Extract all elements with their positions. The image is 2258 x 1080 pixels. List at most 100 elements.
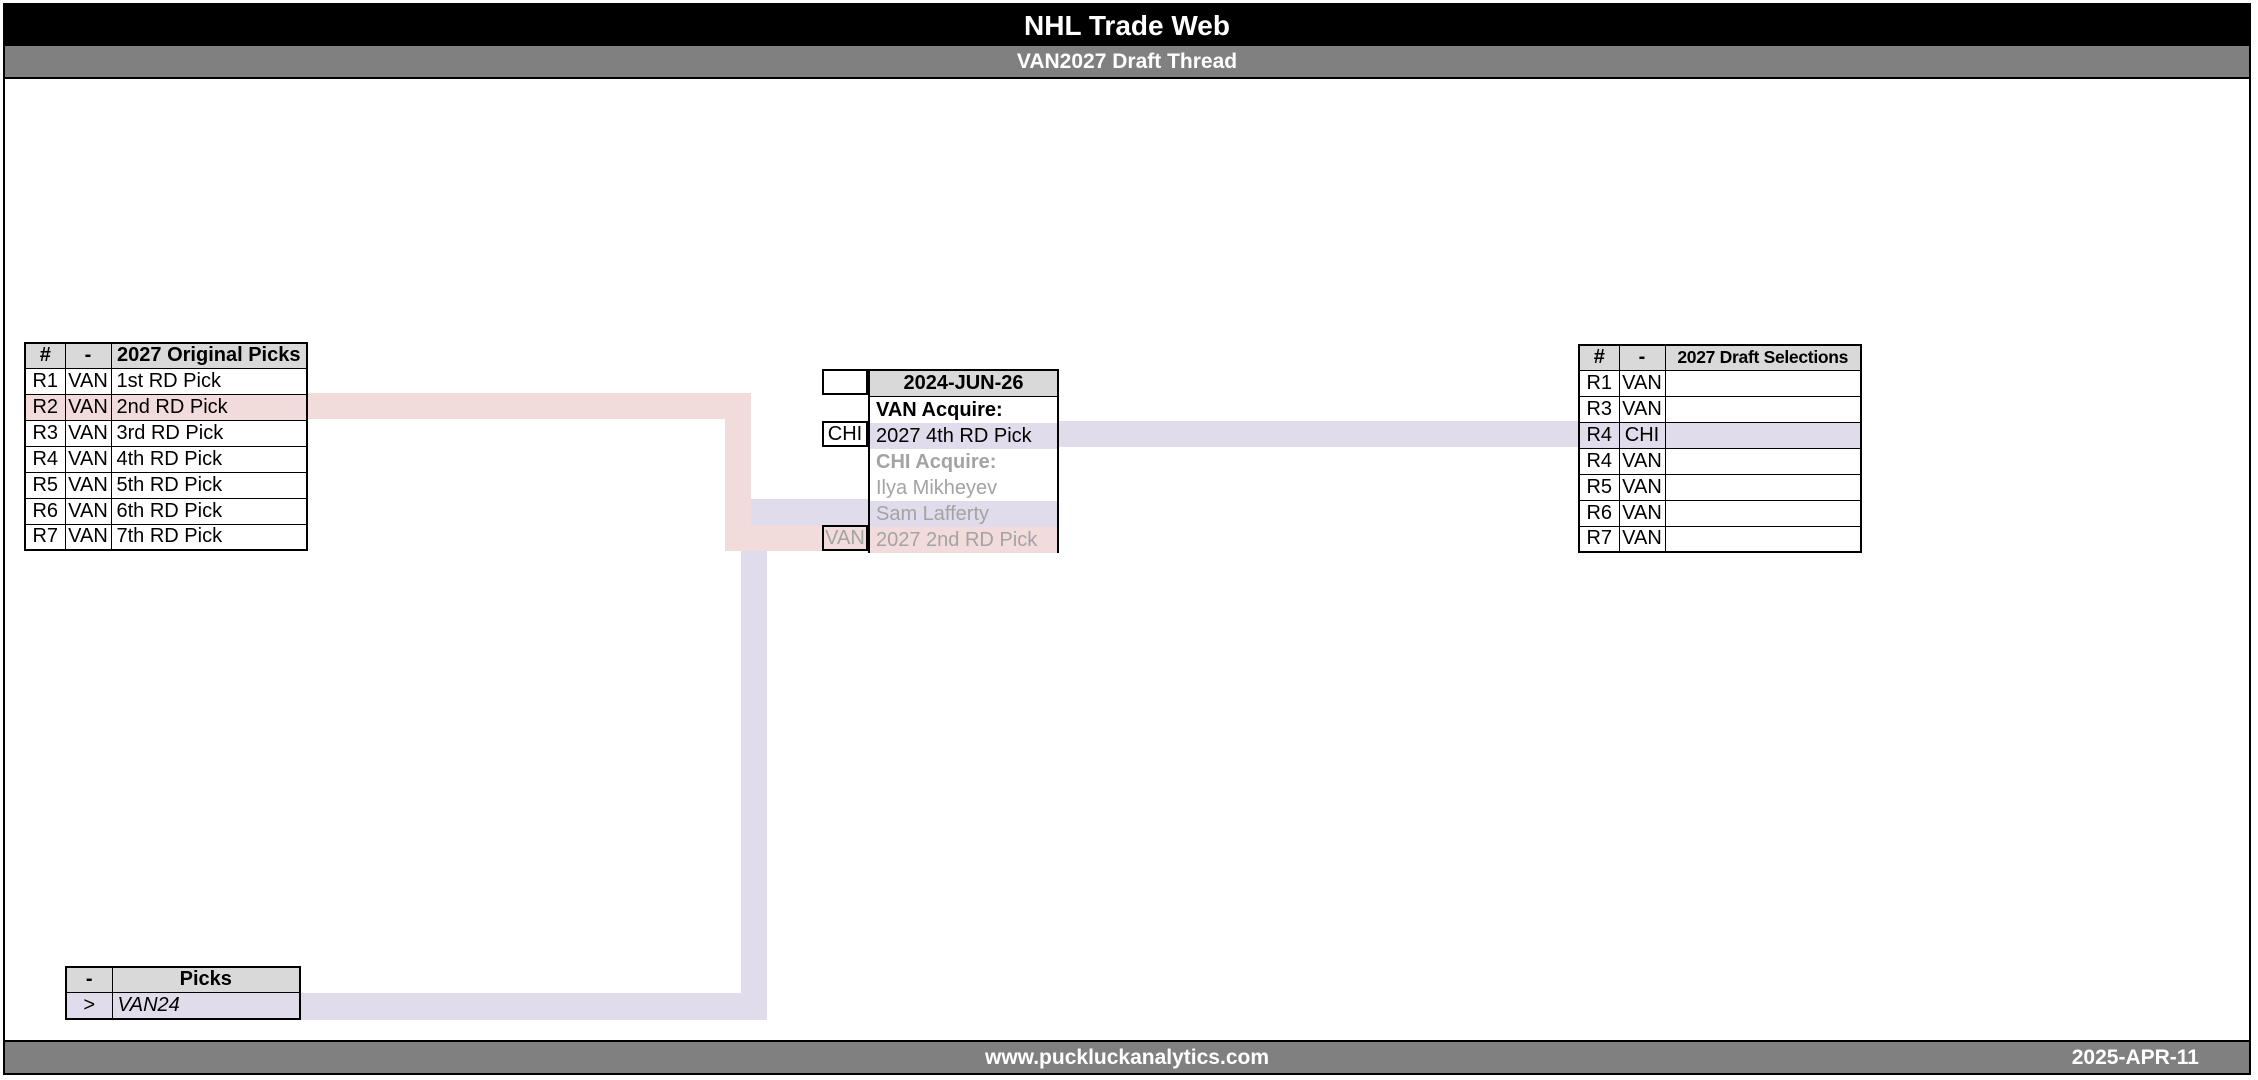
trade-van-cell: VAN [822,525,868,551]
cell-team: VAN [64,367,112,395]
cell-selection [1664,447,1862,475]
trade-detail-table: 2024-JUN-26 VAN Acquire: 2027 4th RD Pic… [822,369,1059,553]
cell-round: R5 [1578,473,1620,501]
col-header-num: # [1578,344,1620,371]
cell-team: VAN [64,419,112,447]
trade-row-4th-pick: 2027 4th RD Pick [870,423,1057,449]
connector-lavender-vertical [741,499,767,1020]
title-bar: NHL Trade Web [5,5,2249,46]
cell-team: VAN [64,497,112,525]
cell-round: R7 [24,523,66,551]
cell-team: VAN [1618,395,1666,423]
col-header-picks: Picks [111,966,301,993]
connector-2nd-pick-band [725,525,823,551]
trade-corner-cell [822,369,868,395]
cell-team: CHI [1618,421,1666,449]
cell-round: R7 [1578,525,1620,553]
cell-team: VAN [64,471,112,499]
trade-text: CHI Acquire: [876,450,997,473]
canvas-frame: NHL Trade Web VAN2027 Draft Thread # - 2… [3,3,2251,1075]
trade-row-van-acquire: VAN Acquire: [870,397,1057,423]
cell-team: VAN [1618,525,1666,553]
cell-pick: 1st RD Pick [110,367,308,395]
cell-pick: 5th RD Pick [110,471,308,499]
trade-chi-cell: CHI [822,421,868,447]
connector-r2-band [306,393,751,419]
col-header-dash: - [65,966,113,993]
cell-pick: 7th RD Pick [110,523,308,551]
cell-round: R5 [24,471,66,499]
trade-text: VAN Acquire: [876,398,1003,421]
cell-team: VAN [1618,473,1666,501]
cell-selection [1664,499,1862,527]
picks-list-table: - Picks > VAN24 [65,966,301,1020]
connector-van24-band [300,993,767,1020]
footer-bar: www.puckluckanalytics.com 2025-APR-11 [5,1040,2249,1073]
cell-round: R6 [1578,499,1620,527]
trade-row-mikheyev: Ilya Mikheyev [870,475,1057,501]
connector-pink-vertical [725,393,751,551]
cell-selection [1664,369,1862,397]
trade-text: 2027 4th RD Pick [876,424,1032,447]
cell-selection [1664,395,1862,423]
cell-round: R2 [24,393,66,421]
trade-row-lafferty: Sam Lafferty [870,501,1057,527]
original-picks-header-row: # - 2027 Original Picks [24,342,308,369]
cell-pick: 3rd RD Pick [110,419,308,447]
team-label: CHI [827,422,863,445]
trade-row-chi-acquire: CHI Acquire: [870,449,1057,475]
cell-selection [1664,421,1862,449]
connector-4th-pick-band [1059,421,1578,447]
cell-round: R4 [1578,421,1620,449]
cell-round: R1 [1578,369,1620,397]
col-header-team: - [1618,344,1666,371]
col-header-num: # [24,342,66,369]
cell-round: R4 [24,445,66,473]
draft-selections-header-row: # - 2027 Draft Selections [1578,344,1862,371]
connector-sam-lafferty-band [751,499,869,525]
cell-pick-label: VAN24 [111,991,301,1020]
trade-date-header: 2024-JUN-26 [870,371,1057,397]
cell-round: R3 [1578,395,1620,423]
trade-main-column: 2024-JUN-26 VAN Acquire: 2027 4th RD Pic… [868,369,1059,553]
subtitle-bar: VAN2027 Draft Thread [5,46,2249,79]
cell-marker: > [65,991,113,1020]
page-subtitle: VAN2027 Draft Thread [1016,49,1238,73]
cell-selection [1664,473,1862,501]
footer-date: 2025-APR-11 [2071,1045,2199,1069]
picks-row-van24: > VAN24 [65,991,301,1020]
cell-team: VAN [64,523,112,551]
trade-row-2nd-pick: 2027 2nd RD Pick [870,527,1057,553]
cell-round: R1 [24,367,66,395]
trade-date: 2024-JUN-26 [903,372,1024,394]
cell-team: VAN [64,393,112,421]
cell-round: R4 [1578,447,1620,475]
footer-website: www.puckluckanalytics.com [985,1045,1269,1069]
col-header-title: 2027 Draft Selections [1664,344,1862,371]
cell-team: VAN [1618,369,1666,397]
cell-team: VAN [64,445,112,473]
trade-text: Sam Lafferty [876,502,990,525]
cell-selection [1664,525,1862,553]
cell-team: VAN [1618,447,1666,475]
cell-round: R6 [24,497,66,525]
cell-pick: 4th RD Pick [110,445,308,473]
col-header-team: - [64,342,112,369]
page-title: NHL Trade Web [1024,9,1230,41]
col-header-title: 2027 Original Picks [110,342,308,369]
